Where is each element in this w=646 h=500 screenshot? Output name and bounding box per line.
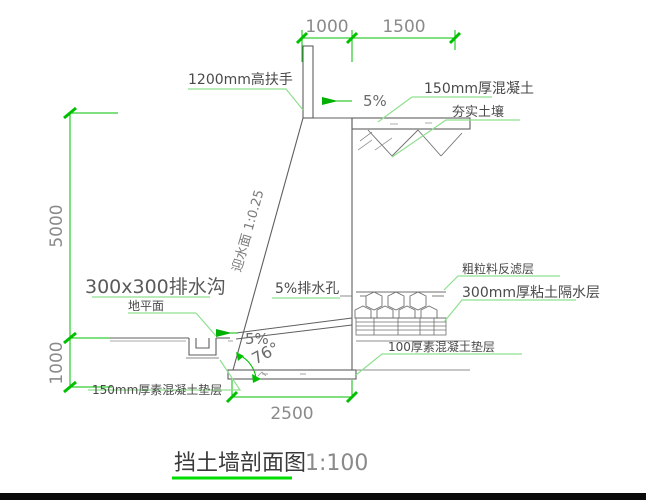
clay-waterproof-layer (355, 317, 447, 336)
base-ground-line (110, 340, 470, 371)
inner-drainage-slope (235, 317, 353, 340)
dimension-top-left-span: 1000 (305, 17, 348, 37)
inner-slope-label: 5% (245, 330, 269, 348)
annotation-compacted-soil: 夯实土壤 (452, 104, 504, 120)
bottom-dimension (225, 380, 359, 404)
backfill-indication (357, 137, 393, 151)
dimension-top-right-span: 1500 (382, 17, 425, 37)
dimension-left-lower: 1000 (47, 341, 67, 384)
annotation-weep-hole: 5%排水孔 (275, 281, 339, 297)
drawing-title: 挡土墙剖面图 (174, 451, 306, 476)
annotation-handrail: 1200mm高扶手 (188, 71, 293, 88)
inner-slope-arrow (216, 329, 238, 337)
annotation-concrete-top: 150mm厚混凝土 (424, 81, 534, 97)
coarse-filter-honeycomb (354, 291, 446, 319)
slope-ratio-label: 迎水面 1:0.25 (230, 188, 268, 274)
annotation-footing-cushion: 100厚素混凝土垫层 (388, 339, 495, 354)
top-concrete-slab (351, 117, 471, 130)
annotation-clay-layer: 300mm厚粘土隔水层 (462, 285, 600, 301)
dimension-bottom-width: 2500 (270, 404, 313, 424)
footer-band (0, 493, 646, 500)
compacted-soil-hatch (359, 129, 463, 157)
annotation-drain-ditch: 300x300排水沟 (85, 276, 226, 298)
angle-arc-76 (236, 352, 261, 383)
drawing-scale: 1:100 (305, 451, 368, 476)
top-dimension-chain (295, 30, 462, 62)
dimension-left-upper: 5000 (47, 204, 67, 247)
leader-lines (88, 88, 576, 391)
ground-line-and-drain-ditch (110, 337, 230, 356)
annotation-ground-level: 地平面 (128, 299, 164, 313)
top-slope-arrow (322, 97, 352, 105)
footing-slab (227, 369, 357, 380)
annotation-ditch-cushion: 150mm厚素混凝土垫层 (92, 382, 222, 397)
retaining-wall-stem (232, 117, 353, 371)
top-slope-label: 5% (363, 92, 387, 110)
handrail-post (302, 45, 314, 119)
left-dimension-chain (63, 106, 118, 394)
annotation-filter-layer: 粗粒料反滤层 (462, 261, 534, 276)
